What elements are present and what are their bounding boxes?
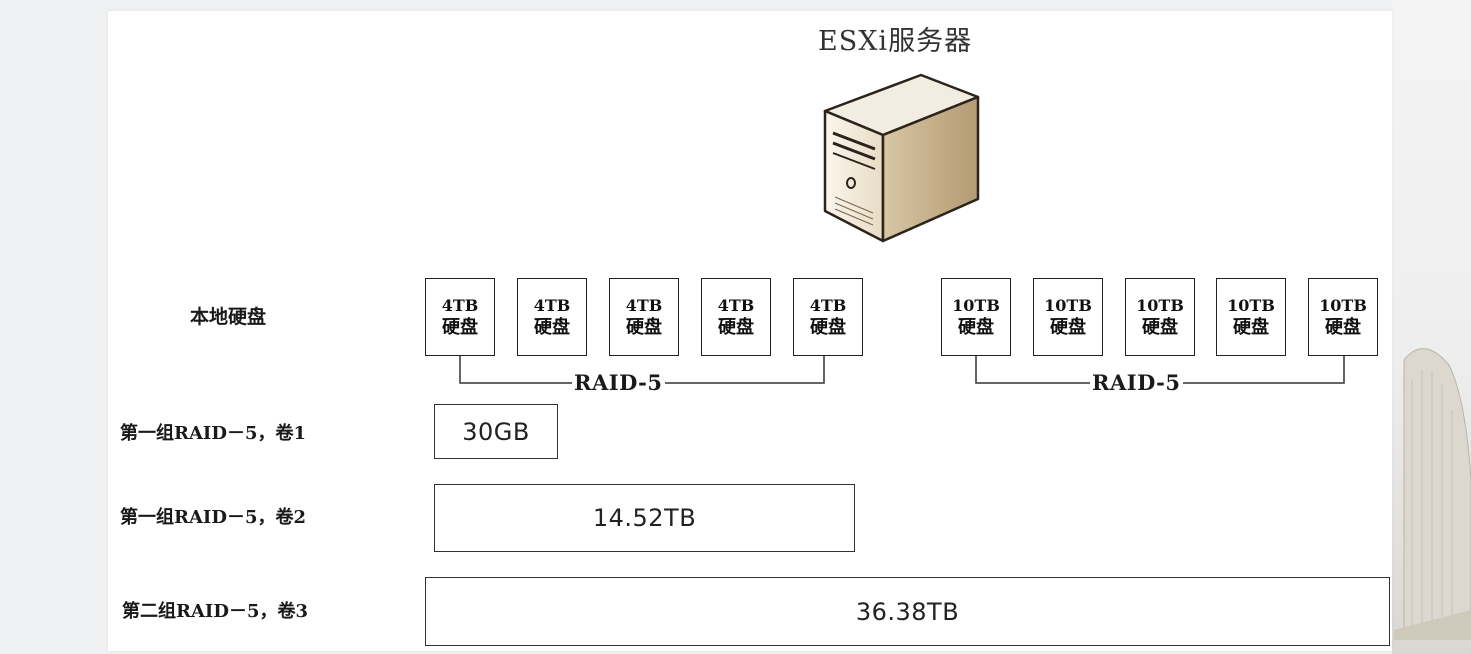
disk-name: 硬盘: [442, 317, 478, 338]
disk-4tb-3: 4TB 硬盘: [609, 278, 679, 356]
volume3-label: 第二组RAID－5，卷3: [122, 601, 309, 622]
disk-capacity: 4TB: [441, 296, 479, 315]
disk-capacity: 10TB: [1044, 296, 1092, 315]
disk-10tb-1: 10TB 硬盘: [941, 278, 1011, 356]
disk-name: 硬盘: [1233, 317, 1269, 338]
volume1-box: 30GB: [434, 404, 558, 459]
disk-capacity: 10TB: [1136, 296, 1184, 315]
disk-name: 硬盘: [958, 317, 994, 338]
disk-capacity: 4TB: [625, 296, 663, 315]
server-tower-icon: [823, 73, 980, 243]
disk-name: 硬盘: [1050, 317, 1086, 338]
disk-4tb-4: 4TB 硬盘: [701, 278, 771, 356]
disk-capacity: 4TB: [809, 296, 847, 315]
disk-name: 硬盘: [810, 317, 846, 338]
disk-name: 硬盘: [534, 317, 570, 338]
disk-4tb-1: 4TB 硬盘: [425, 278, 495, 356]
disk-name: 硬盘: [1325, 317, 1361, 338]
disk-name: 硬盘: [718, 317, 754, 338]
disk-capacity: 4TB: [717, 296, 755, 315]
disk-10tb-3: 10TB 硬盘: [1125, 278, 1195, 356]
server-title: ESXi服务器: [818, 26, 973, 57]
disk-10tb-5: 10TB 硬盘: [1308, 278, 1378, 356]
raid-label-group1: RAID-5: [572, 370, 665, 395]
local-disks-label: 本地硬盘: [190, 306, 267, 328]
volume3-box: 36.38TB: [425, 577, 1390, 646]
volume2-box: 14.52TB: [434, 484, 855, 552]
disk-capacity: 10TB: [1319, 296, 1367, 315]
building-image: [1394, 348, 1471, 640]
raid-label-group2: RAID-5: [1090, 370, 1183, 395]
disk-name: 硬盘: [626, 317, 662, 338]
disk-4tb-5: 4TB 硬盘: [793, 278, 863, 356]
volume1-label: 第一组RAID－5，卷1: [120, 423, 307, 444]
slide-canvas: ESXi服务器 本地硬盘 4TB 硬盘 4: [108, 11, 1392, 651]
disk-10tb-2: 10TB 硬盘: [1033, 278, 1103, 356]
disk-10tb-4: 10TB 硬盘: [1216, 278, 1286, 356]
disk-name: 硬盘: [1142, 317, 1178, 338]
volume2-label: 第一组RAID－5，卷2: [120, 507, 307, 528]
disk-capacity: 4TB: [533, 296, 571, 315]
disk-capacity: 10TB: [952, 296, 1000, 315]
disk-4tb-2: 4TB 硬盘: [517, 278, 587, 356]
disk-capacity: 10TB: [1227, 296, 1275, 315]
